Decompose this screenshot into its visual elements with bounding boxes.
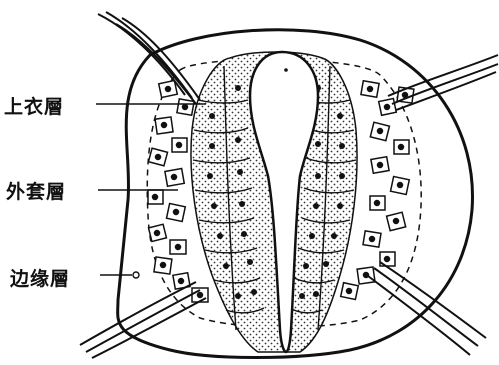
label-ependymal-layer: 上衣層: [4, 92, 64, 119]
lumen-dot: [284, 68, 288, 72]
label-mantle-layer: 外套層: [6, 177, 66, 204]
label-marginal-layer: 边缘層: [10, 264, 70, 291]
nerve-fibers-bottom-left: [80, 282, 206, 358]
marginal-pointer-dot: [133, 272, 139, 278]
